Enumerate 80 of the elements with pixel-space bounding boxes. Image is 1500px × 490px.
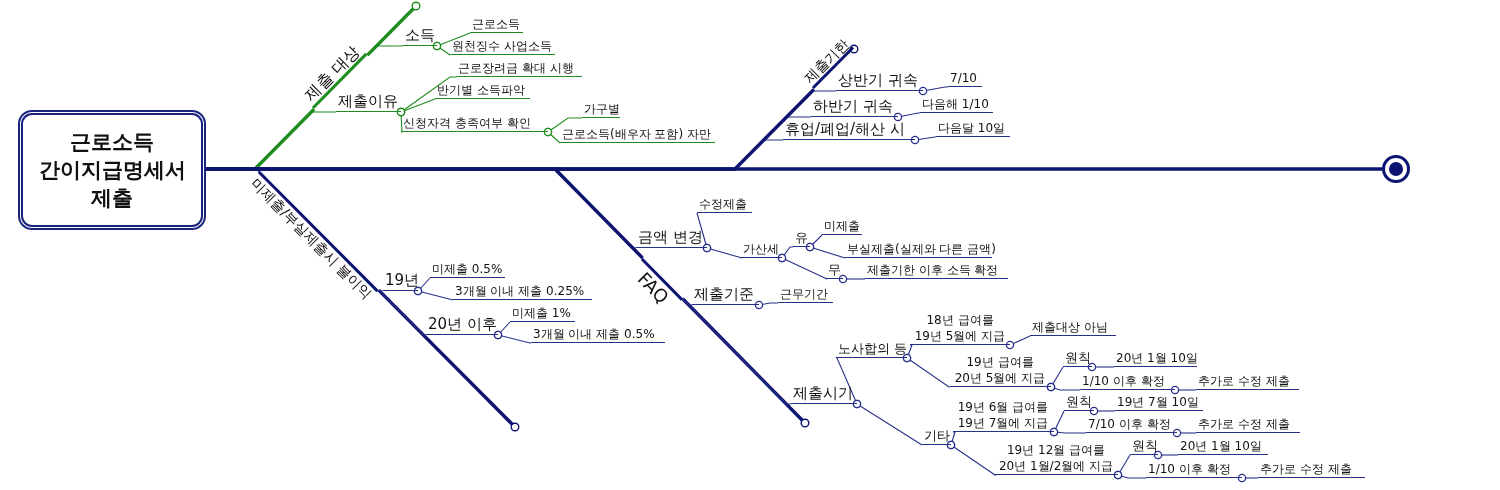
topic-label: 기타 [922, 426, 951, 445]
topic-label: 1/10 이후 확정 [1146, 460, 1242, 478]
topic-label: 가구별 [582, 100, 620, 118]
topic-label: 무 [826, 260, 843, 279]
topic-label: 근로소득(배우자 포함) 자만 [560, 125, 715, 143]
connector-line [754, 300, 779, 310]
connector-line [1237, 473, 1259, 483]
topic-label: 제출대상 아님 [1030, 318, 1116, 336]
connector-line [702, 243, 743, 259]
topic-label: 신청자격 충족여부 확인 [401, 114, 548, 132]
topic-label: 제출시기 [791, 382, 857, 404]
topic-label: 유 [793, 228, 810, 247]
connector-line [378, 289, 384, 292]
connector-line [432, 41, 451, 56]
topic-label: 3개월 이내 제출 0.5% [531, 325, 665, 343]
topic-label: 제출이유 [336, 90, 401, 112]
topic-label: 1/10 이후 확정 [1080, 372, 1175, 390]
topic-label: 19년 급여를 20년 5월에 지급 [950, 353, 1051, 387]
topic-label: 제출기한 이후 소득 확정 [865, 261, 1008, 279]
topic-label: 3개월 이내 제출 0.25% [453, 282, 592, 300]
topic-label: 19년 [383, 269, 418, 291]
topic-label: 제출기준 [692, 283, 759, 305]
topic-label: 휴업/폐업/해산 시 [783, 118, 915, 140]
connector-line [1046, 382, 1081, 392]
connector-line [378, 289, 427, 336]
topic-label: 18년 급여를 19년 5월에 지급 [910, 311, 1010, 345]
root-box: 근로소득 간이지급명세서 제출 [18, 110, 206, 230]
connector-line [493, 330, 532, 344]
connector-line [1005, 335, 1031, 350]
topic-label: 미제출 [822, 217, 862, 235]
topic-label: 다음해 1/10 [920, 95, 993, 113]
connector-line [902, 353, 951, 388]
topic-label: 19년 7월 10일 [1115, 393, 1203, 411]
connector-line [910, 135, 937, 145]
connector-line [1087, 362, 1115, 372]
topic-label: 근로장려금 확대 시행 [456, 59, 582, 77]
topic-label: 가산세 [741, 240, 782, 258]
connector-line [543, 127, 561, 144]
topic-label: 원칙 [1064, 392, 1094, 411]
topic-label: 20년 1월 10일 [1114, 349, 1197, 367]
topic-label: 20년 1월 10일 [1178, 437, 1268, 455]
topic-label: 소득 [403, 24, 437, 46]
topic-label: 하반기 귀속 [811, 95, 898, 117]
topic-label: 19년 12월 급여를 20년 1월/2월에 지급 [994, 441, 1118, 475]
topic-label: 19년 6월 급여를 19년 7월에 지급 [953, 398, 1054, 432]
connector-line [1170, 385, 1197, 395]
connector-line [682, 298, 792, 405]
topic-label: 20년 이후 [426, 313, 498, 335]
topic-label: 추가로 수정 제출 [1196, 415, 1300, 433]
connector-line [946, 440, 997, 476]
connector-line [777, 253, 828, 280]
connector-line [1153, 450, 1179, 460]
connector-line [805, 242, 846, 259]
connector-line [1089, 406, 1116, 416]
topic-label: 7/10 [948, 69, 982, 87]
topic-label: 원칙 [1063, 348, 1092, 367]
topic-label: 다음달 10일 [936, 119, 1010, 137]
connector-line [1172, 428, 1197, 438]
topic-label: 미제출 0.5% [430, 260, 505, 278]
connector-line [366, 45, 404, 56]
topic-label: 원천징수 사업소득 [450, 37, 555, 55]
connector-line [918, 86, 949, 96]
connector-line [413, 286, 454, 301]
connector-line [838, 274, 866, 284]
topic-label: 추가로 수정 제출 [1258, 460, 1365, 478]
topic-label: 미제출 1% [510, 304, 575, 322]
topic-label: 7/10 이후 확정 [1086, 415, 1177, 433]
topic-label: 근로소득 [470, 15, 523, 33]
topic-label: 원칙 [1130, 436, 1158, 455]
topic-label: 수정제출 [697, 195, 752, 213]
topic-label: 근무기간 [778, 285, 833, 303]
topic-label: 금액 변경 [636, 226, 707, 248]
connector-line [1049, 427, 1087, 437]
connector-line [893, 112, 921, 122]
connector-line [1113, 470, 1147, 480]
topic-label: 노사합의 등 [836, 339, 907, 358]
topic-label: 반기별 소득파악 [435, 81, 530, 99]
connector-line [396, 107, 406, 133]
topic-label: 추가로 수정 제출 [1196, 372, 1299, 390]
connector-line [852, 399, 923, 446]
